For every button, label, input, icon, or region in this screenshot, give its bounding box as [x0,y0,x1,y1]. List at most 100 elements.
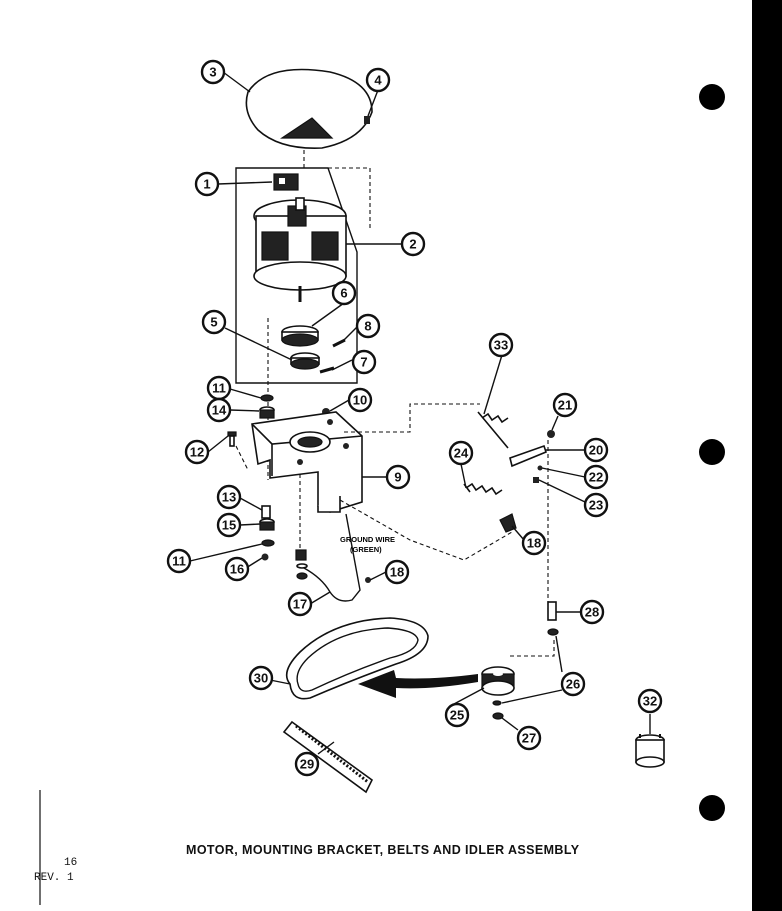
svg-text:26: 26 [566,677,580,692]
svg-text:21: 21 [558,398,572,413]
washer [260,394,274,402]
punch-hole [699,439,725,465]
callout-1: 1 [194,171,220,197]
callout-26: 26 [560,671,586,697]
callout-13: 13 [216,484,242,510]
svg-text:12: 12 [190,445,204,460]
svg-text:10: 10 [353,393,367,408]
page-number: 16 [64,857,78,869]
callout-27: 27 [516,725,542,751]
callout-32: 32 [637,688,663,714]
callout-18: 18 [384,559,410,585]
toothed-belt [282,720,374,794]
punch-hole [699,795,725,821]
diagram-title: MOTOR, MOUNTING BRACKET, BELTS AND IDLER… [186,843,580,857]
idler-spring [477,411,509,449]
callout-19: 18 [521,530,547,556]
spacer [261,505,271,519]
svg-text:24: 24 [454,446,469,461]
cover-screw [364,116,370,124]
nut-center [296,572,308,580]
mounting-bracket [251,411,363,513]
ground-wire [303,513,361,602]
svg-text:6: 6 [340,286,347,301]
callout-29: 29 [294,751,320,777]
svg-text:7: 7 [360,355,367,370]
motor-pulley-small [290,352,320,370]
idler-washer-lower [492,700,502,706]
callout-11-upper: 11 [206,375,232,401]
ground-screw [365,577,371,583]
svg-text:20: 20 [589,443,603,458]
binding-edge [752,0,782,911]
svg-text:11: 11 [212,381,226,396]
callout-8: 8 [355,313,381,339]
washer-lower [261,539,275,547]
svg-text:25: 25 [450,708,464,723]
bracket-bolt [227,431,237,447]
callout-5: 5 [201,309,227,335]
motor-pulley-large [281,325,319,347]
callout-22: 22 [583,464,609,490]
svg-text:13: 13 [222,490,236,505]
callout-28: 28 [579,599,605,625]
motor-switch [273,173,299,191]
motor [253,197,347,302]
svg-text:27: 27 [522,731,536,746]
svg-text:28: 28 [585,605,599,620]
idler-washer [547,628,559,636]
drive-belt [285,617,429,700]
idler-nut [547,430,555,438]
svg-text:5: 5 [210,315,217,330]
ground-wire-label: GROUND WIRE [340,535,395,544]
svg-text:30: 30 [254,671,268,686]
idler-pulley [481,666,515,696]
idler-bolt [533,477,539,483]
callout-21: 21 [552,392,578,418]
washer-center [296,563,308,569]
callout-16: 16 [224,556,250,582]
revision-label: REV. 1 [34,872,74,884]
callout-25: 25 [444,702,470,728]
motor-group-outline [235,167,358,384]
punch-hole [699,84,725,110]
svg-text:8: 8 [364,319,371,334]
ground-wire-color: (GREEN) [350,545,382,554]
callout-11-lower: 11 [166,548,192,574]
grommet-lower [259,518,275,531]
svg-text:32: 32 [643,694,657,709]
set-screw [332,338,346,348]
svg-text:16: 16 [230,562,244,577]
callout-9: 9 [385,464,411,490]
callout-17: 17 [287,591,313,617]
grommet [259,406,275,419]
svg-text:1: 1 [203,177,210,192]
grommet-center [295,549,307,561]
callout-23: 23 [583,492,609,518]
svg-text:4: 4 [374,73,382,88]
svg-text:23: 23 [589,498,603,513]
svg-text:9: 9 [394,470,401,485]
leader-lines [189,71,651,755]
callout-20: 20 [583,437,609,463]
svg-text:2: 2 [409,237,416,252]
callout-30: 30 [248,665,274,691]
belt-spring [463,482,503,496]
callout-7: 7 [351,349,377,375]
nut [261,553,269,561]
callout-2: 2 [400,231,426,257]
idler-bracket [499,513,517,533]
callout-4: 4 [365,67,391,93]
svg-text:14: 14 [212,403,227,418]
callout-15: 15 [216,512,242,538]
svg-text:29: 29 [300,757,314,772]
drive-belt-inner [296,627,419,692]
idler-arm [509,444,547,468]
idler-shaft [547,601,557,621]
set-screw [319,366,335,374]
svg-text:22: 22 [589,470,603,485]
direction-arrow [358,670,478,698]
callout-10: 10 [347,387,373,413]
capacitor [635,734,665,768]
